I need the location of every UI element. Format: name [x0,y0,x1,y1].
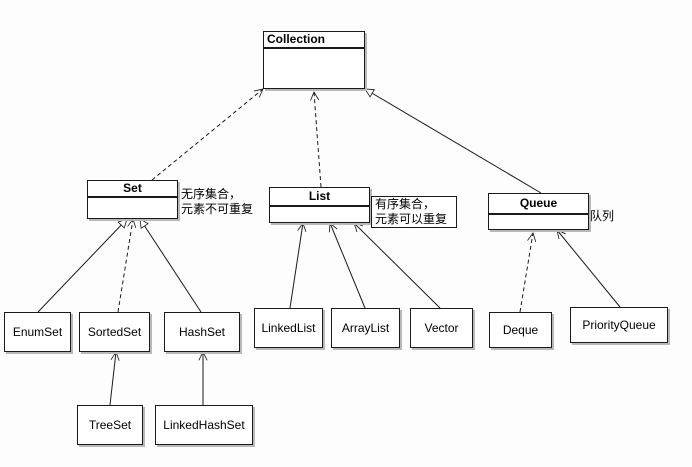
edge-set-collection [151,89,263,181]
edge-list-collection [314,92,322,188]
enumset-class[interactable]: EnumSet [4,312,71,352]
set-note: 无序集合， 元素不可重复 [181,187,253,217]
set-note-line-2: 元素不可重复 [181,202,254,216]
edge-linkedlist-list [289,223,303,309]
edge-vector-list [354,223,441,309]
set-interface[interactable]: Set [87,180,178,219]
sortedset-class[interactable]: SortedSet [79,312,150,352]
edge-sortedset-set [117,219,133,313]
edge-deque-queue [519,233,533,313]
set-interface-name: Set [88,181,177,197]
collection-attributes [264,48,364,49]
queue-interface-name: Queue [489,194,588,214]
set-attributes [88,197,177,198]
list-note-line-1: 有序集合， [375,197,436,211]
list-interface[interactable]: List [269,187,370,223]
list-attributes [270,206,369,207]
linkedhashset-class[interactable]: LinkedHashSet [155,405,253,445]
edge-priorityqueue-queue [557,230,621,308]
edge-hashset-set [140,219,202,313]
edge-arraylist-list [330,223,366,309]
hashset-class[interactable]: HashSet [164,312,240,352]
vector-class[interactable]: Vector [410,308,473,348]
priorityqueue-class[interactable]: PriorityQueue [570,307,668,343]
set-note-line-1: 无序集合， [181,187,242,201]
deque-class[interactable]: Deque [489,312,552,348]
edge-treeset-sortedset [109,352,116,406]
collection-class-name: Collection [264,32,364,48]
list-note: 有序集合， 元素可以重复 [371,196,457,228]
list-note-line-2: 元素可以重复 [375,212,448,226]
queue-interface[interactable]: Queue [488,193,589,230]
edge-enumset-set [37,219,127,313]
edge-queue-collection [365,89,542,194]
arraylist-class[interactable]: ArrayList [331,308,400,348]
list-interface-name: List [270,188,369,206]
queue-note: 队列 [590,209,615,223]
treeset-class[interactable]: TreeSet [77,405,143,445]
queue-attributes [489,214,588,215]
linkedlist-class[interactable]: LinkedList [254,308,323,348]
collection-class[interactable]: Collection [263,31,365,89]
